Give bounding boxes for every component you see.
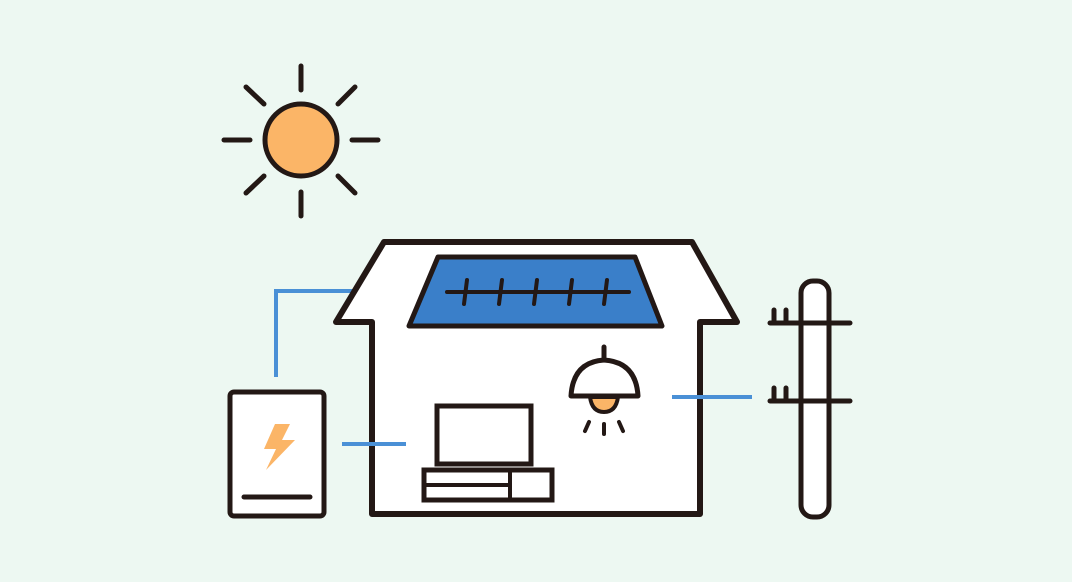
solar-panel-icon (406, 254, 665, 329)
utility-pole-icon (767, 278, 853, 520)
sun-rays (221, 63, 381, 219)
tv-icon (421, 403, 555, 503)
sun-icon (221, 63, 381, 219)
lightning-bolt-icon (264, 424, 295, 470)
pole-crossarms (767, 307, 853, 404)
tv-screen (434, 403, 534, 467)
lamp-light-rays (583, 420, 625, 436)
battery-icon (227, 389, 327, 519)
lamp-shade (568, 357, 641, 399)
solar-panel-grid (445, 278, 631, 306)
sun-disc (262, 101, 340, 179)
lamp-icon (568, 344, 641, 436)
lamp-bulb (588, 395, 620, 414)
